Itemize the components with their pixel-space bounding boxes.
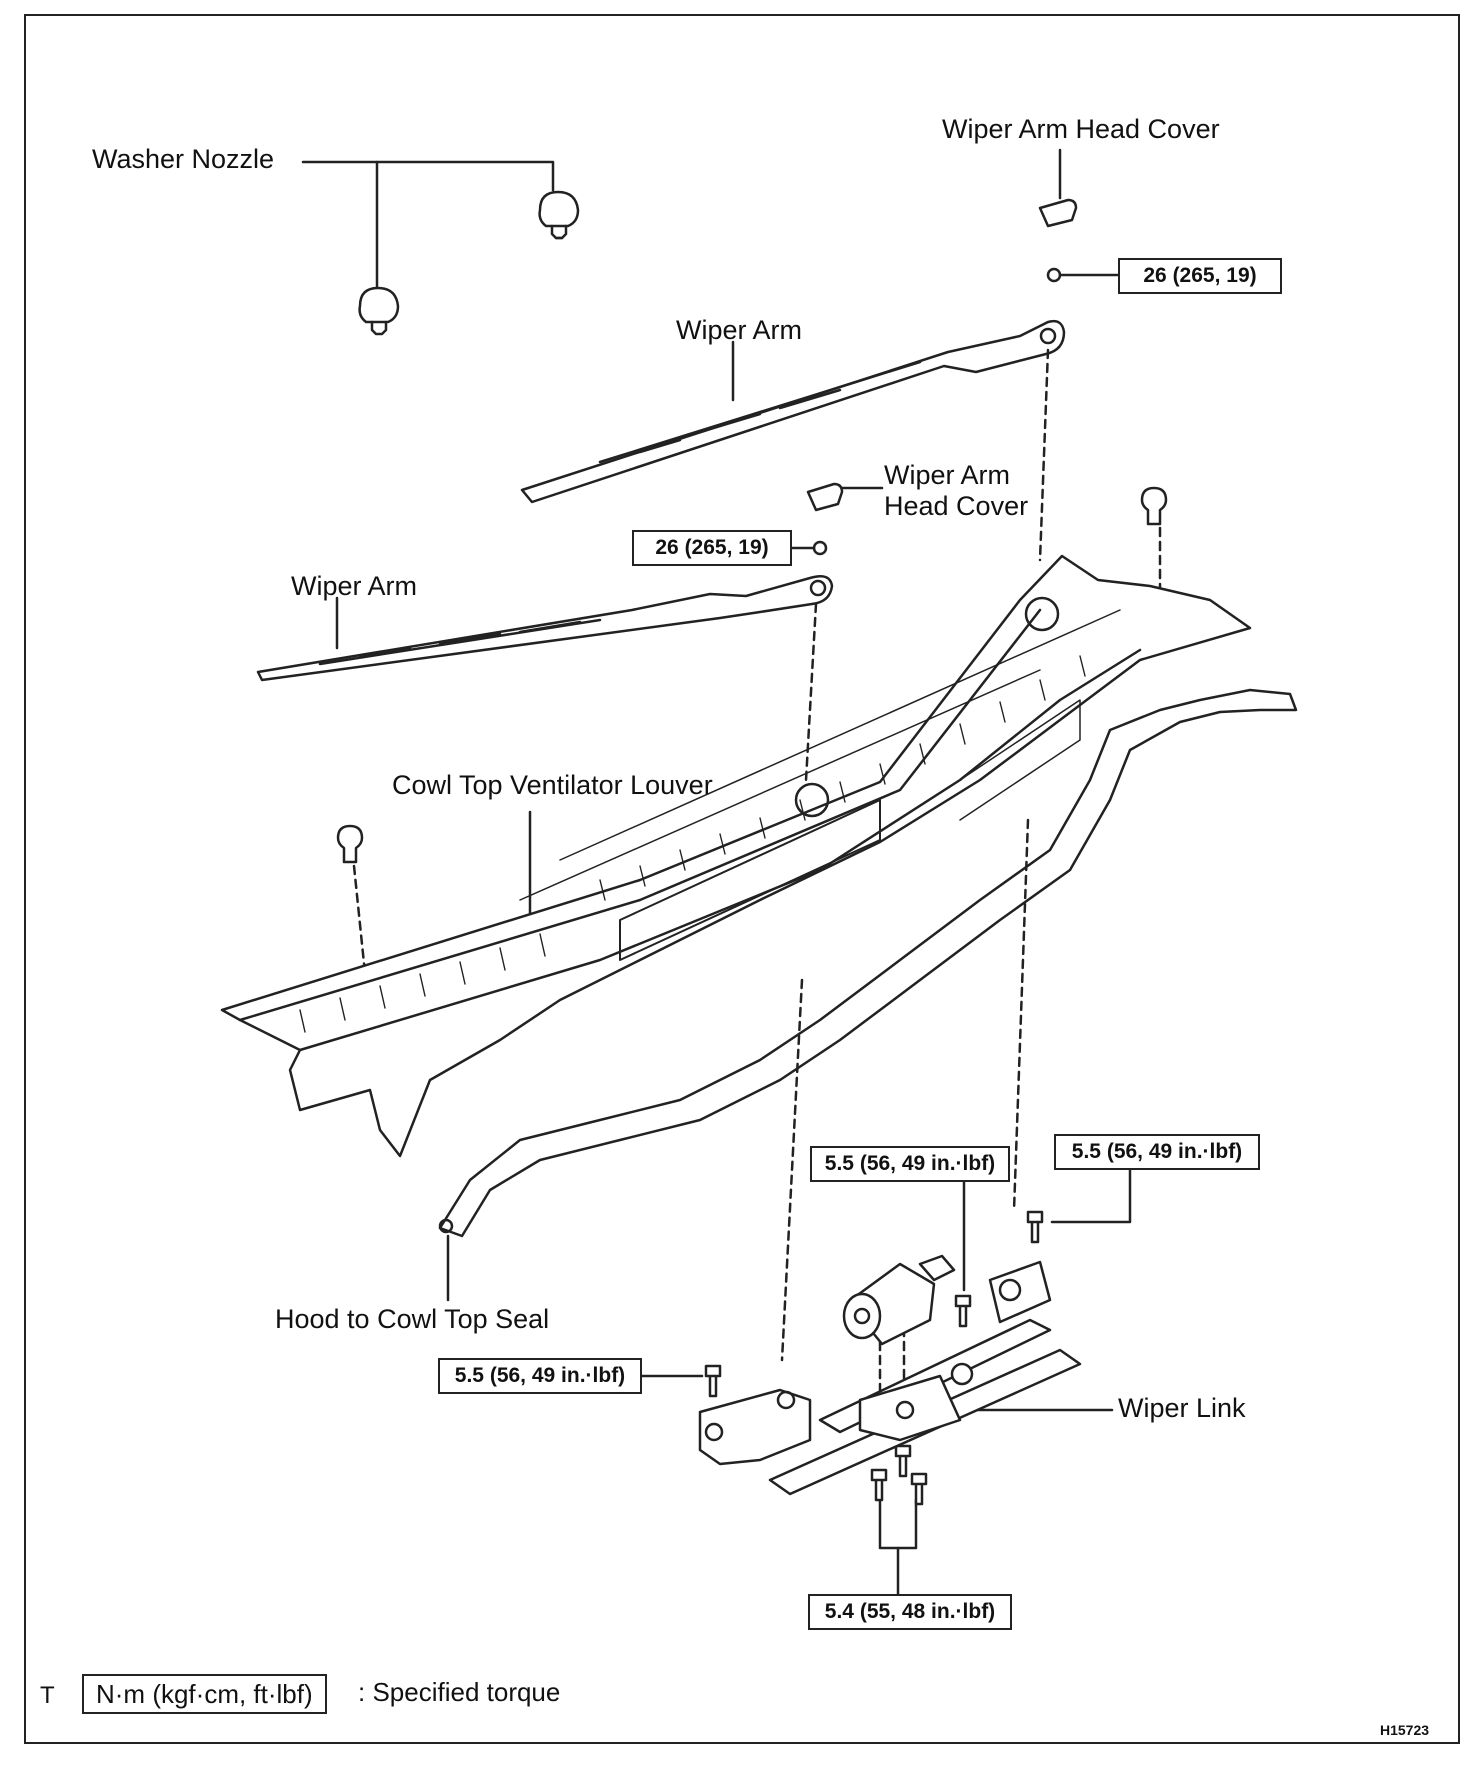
arm-nut-upper	[1046, 267, 1120, 283]
diagram-frame	[24, 14, 1460, 1744]
legend-description: : Specified torque	[358, 1677, 561, 1707]
washer-nozzle-label: Washer Nozzle	[92, 144, 275, 174]
torque-box-link-left: 5.5 (56, 49 in.·lbf)	[438, 1358, 642, 1394]
torque-box-motor-bolts: 5.4 (55, 48 in.·lbf)	[808, 1594, 1012, 1630]
legend-marker: T	[40, 1682, 55, 1709]
wiper-arm-lower	[256, 575, 834, 782]
hood-seal-label: Hood to Cowl Top Seal	[275, 1304, 550, 1334]
torque-box-arm-nut-lower: 26 (265, 19)	[632, 530, 792, 566]
arm-nut-lower	[790, 540, 828, 556]
figure-id: H15723	[1380, 1722, 1430, 1738]
torque-box-arm-nut-upper: 26 (265, 19)	[1118, 258, 1282, 294]
wiper-arm-head-cover-middle	[806, 482, 884, 512]
wiper-arm-upper-label: Wiper Arm	[676, 315, 803, 345]
cowl-louver-label: Cowl Top Ventilator Louver	[392, 770, 713, 800]
torque-box-link-right: 5.5 (56, 49 in.·lbf)	[1054, 1134, 1260, 1170]
washer-nozzle-lower	[358, 286, 400, 336]
clip-right	[1140, 486, 1168, 602]
wiper-arm-lower-label: Wiper Arm	[291, 571, 418, 601]
wiper-arm-head-cover-middle-label-1: Wiper Arm	[884, 460, 1011, 490]
wiper-arm-head-cover-top-label: Wiper Arm Head Cover	[942, 114, 1220, 144]
wiper-arm-upper	[520, 319, 1066, 562]
wiper-arm-head-cover-top	[1038, 148, 1078, 228]
washer-nozzle-upper	[538, 190, 580, 240]
wiper-link-label: Wiper Link	[1118, 1393, 1246, 1423]
wiper-link-assembly	[698, 1254, 1082, 1496]
wiper-arm-head-cover-middle-label-2: Head Cover	[884, 491, 1029, 521]
bolts	[704, 1210, 1044, 1506]
legend-unit-box: N·m (kgf·cm, ft·lbf)	[82, 1674, 327, 1714]
hood-to-cowl-top-seal	[438, 688, 1298, 1302]
washer-nozzle-leader	[301, 160, 555, 292]
cowl-top-ventilator-louver	[220, 554, 1252, 1158]
torque-box-link-center: 5.5 (56, 49 in.·lbf)	[810, 1146, 1010, 1182]
